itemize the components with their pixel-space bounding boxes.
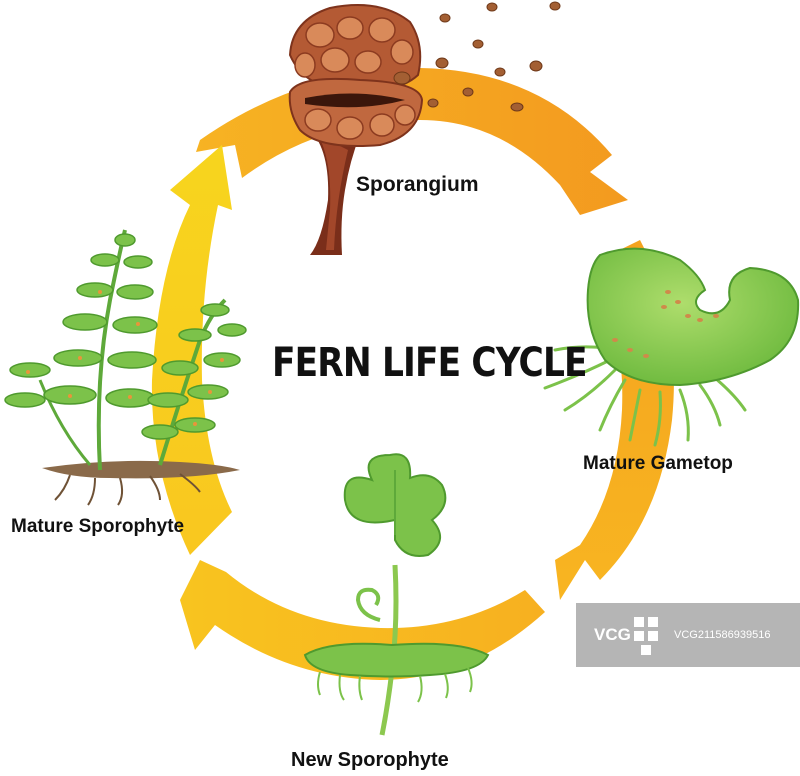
watermark-id: VCG211586939516	[674, 629, 771, 641]
diagram-title: FERN LIFE CYCLE	[272, 340, 587, 386]
stage-label-gametophyte: Mature Gametop	[583, 453, 733, 474]
arrow-left	[151, 145, 232, 555]
stage-label-mature-sporophyte: Mature Sporophyte	[11, 516, 185, 537]
new-sporophyte-illustration	[303, 453, 490, 736]
watermark-flower-icon	[634, 617, 658, 655]
gametophyte-illustration	[543, 247, 800, 447]
spores	[393, 1, 561, 112]
stage-label-new-sporophyte: New Sporophyte	[291, 749, 449, 771]
stage-label-sporangium: Sporangium	[356, 173, 479, 196]
watermark-logo: VCG	[594, 625, 631, 644]
watermark: VCG VCG211586939516	[576, 603, 800, 667]
sporangium-illustration	[288, 4, 424, 255]
mature-sporophyte-illustration	[4, 229, 247, 506]
